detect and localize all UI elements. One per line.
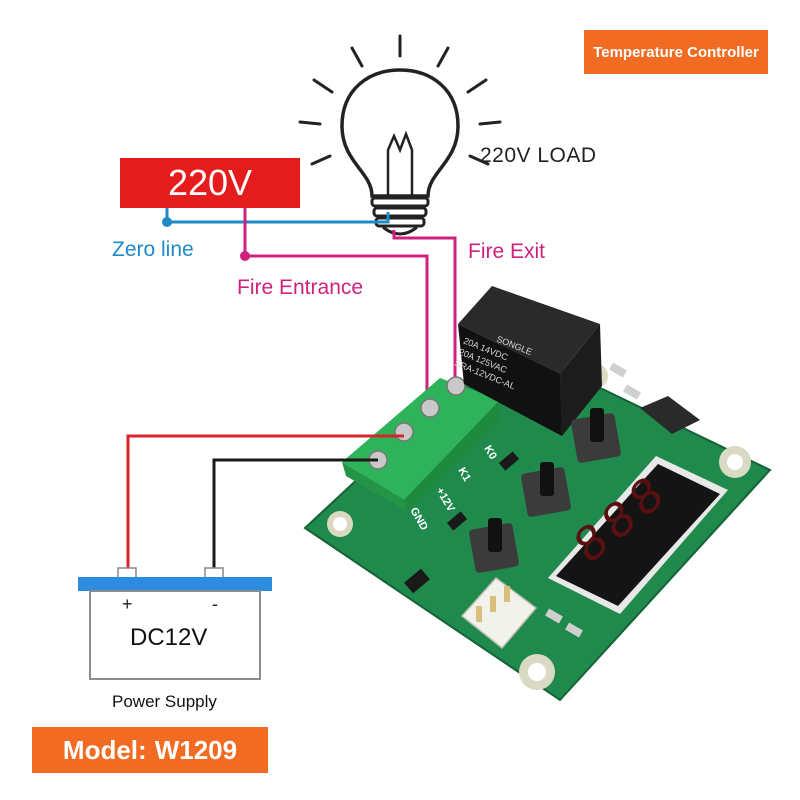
- power-supply-caption: Power Supply: [112, 692, 217, 711]
- ac-supply-box: 220V: [120, 158, 300, 208]
- model-prefix: Model:: [62, 734, 147, 765]
- dc-negative-wire: [212, 458, 378, 572]
- title-badge: Temperature Controller: [584, 30, 768, 74]
- sensor-connector: [460, 576, 538, 650]
- battery-plus-label: +: [122, 594, 133, 614]
- model-badge: Model: W1209: [32, 727, 268, 773]
- ac-supply-label: 220V: [167, 162, 253, 203]
- tactile-buttons: [469, 408, 621, 573]
- model-name: W1209: [154, 734, 238, 765]
- fire-entrance-junction: [240, 251, 250, 261]
- led-display: 888: [548, 456, 728, 614]
- battery-minus-label: -: [212, 594, 218, 614]
- fire-exit-wire: [392, 230, 457, 384]
- dc-positive-wire: [126, 434, 404, 572]
- battery-voltage-label: DC12V: [130, 624, 208, 651]
- button-set: [571, 408, 621, 463]
- zero-line-wire: [165, 208, 390, 224]
- terminal-screw-k1: [420, 398, 440, 418]
- ic-chip: [640, 396, 700, 434]
- button-up: [521, 462, 571, 517]
- load-label: 220V LOAD: [480, 144, 597, 167]
- smd-components: [404, 362, 700, 638]
- zero-line-label: Zero line: [112, 238, 194, 261]
- battery-icon: [78, 567, 272, 680]
- button-down: [469, 518, 519, 573]
- fire-entrance-wire: [243, 208, 429, 408]
- fire-exit-label: Fire Exit: [468, 240, 546, 263]
- light-bulb-icon: [298, 34, 502, 236]
- zero-line-junction: [162, 217, 172, 227]
- relay: SONGLE 20A 14VDC 20A 125VAC SRA-12VDC-AL: [453, 286, 602, 436]
- fire-entrance-label: Fire Entrance: [237, 276, 364, 299]
- terminal-screw-k0: [446, 376, 466, 396]
- terminal-screw-12v: [394, 422, 414, 442]
